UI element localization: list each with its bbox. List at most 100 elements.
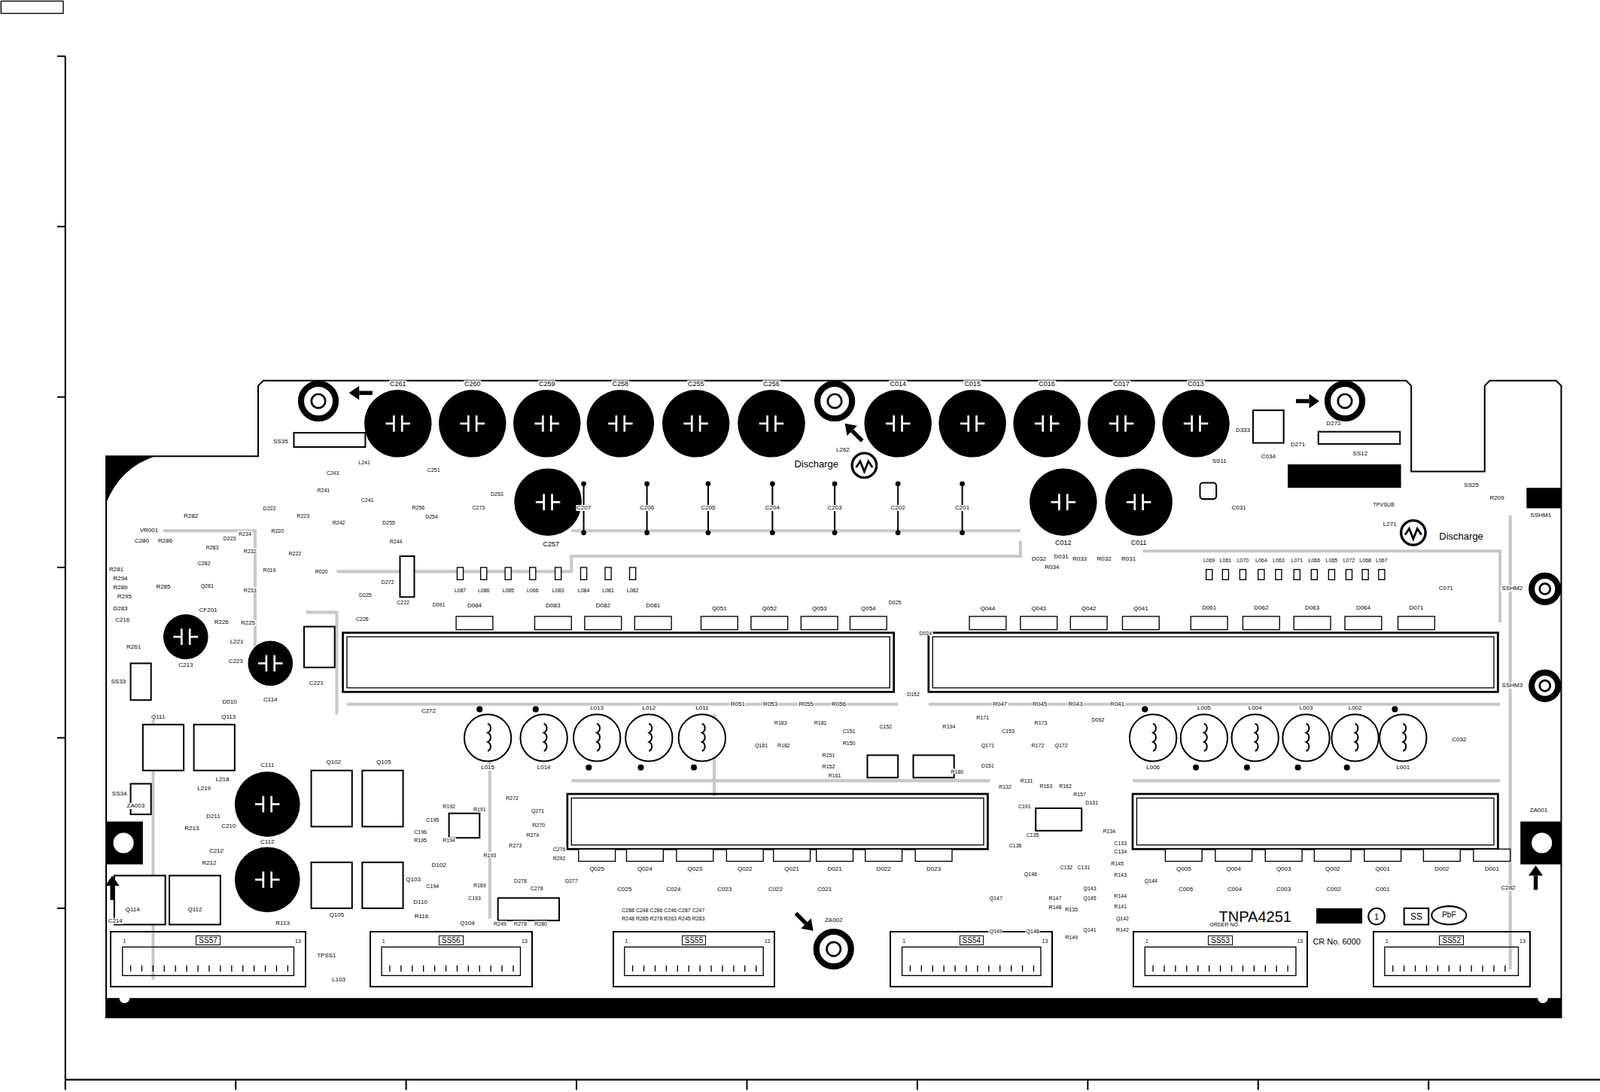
pad [832, 529, 838, 536]
part-label: R234 [237, 531, 253, 537]
component-pad [751, 616, 788, 630]
part-label: C004 [1226, 886, 1243, 893]
silkscreen-block [1316, 908, 1363, 924]
connector-pin [1186, 965, 1187, 972]
part-label: R033 [1071, 556, 1088, 563]
part-label: C003 [1275, 886, 1292, 893]
part-label: 13 [1041, 938, 1050, 944]
part-label: R286 [157, 538, 174, 545]
part-label: C015 [963, 380, 982, 387]
capacitor-lead [459, 422, 469, 425]
connector-pin [710, 965, 712, 972]
part-label: L065 [1325, 557, 1339, 563]
part-label: C280 [133, 538, 150, 545]
polarity-dot [1295, 764, 1302, 771]
axis-tick [1427, 1079, 1430, 1091]
connector-pin [400, 965, 402, 972]
part-label: C255 [687, 380, 706, 387]
part-label: L069 [1202, 557, 1217, 563]
part-label: C151 [842, 727, 857, 734]
part-label: C114 [262, 696, 279, 703]
connector-pin [264, 965, 266, 972]
mounting-hole [1531, 832, 1552, 853]
part-label: R280 [533, 921, 548, 927]
revision-circle [1368, 908, 1385, 925]
axis-tick [1257, 1079, 1260, 1091]
electrolytic-capacitor [163, 614, 209, 660]
connector-box: SS55 [612, 930, 776, 989]
mounting-block [106, 821, 143, 865]
part-label: R020 [314, 568, 329, 575]
part-label: L003 [1298, 705, 1315, 712]
part-label: L083 [551, 587, 566, 593]
polarity-dot [1141, 705, 1148, 712]
part-label: L014 [536, 764, 552, 771]
connector-pin [721, 965, 723, 972]
part-label: SS33 [109, 678, 127, 685]
part-label: R242 [331, 520, 347, 526]
connector-pin [1504, 965, 1506, 972]
pad [580, 529, 587, 536]
arrow-head [800, 918, 813, 931]
connector-pin [422, 965, 424, 972]
part-label: C031 [1230, 504, 1247, 512]
inductor-outline [1282, 714, 1330, 761]
electrolytic-capacitor [438, 389, 506, 457]
ic-package [866, 754, 898, 778]
part-label: SS25 [1463, 482, 1480, 489]
part-label: C251 [426, 466, 442, 472]
ic-package [913, 754, 955, 778]
part-label: 1 [624, 938, 630, 944]
connector-name: SS56 [438, 935, 463, 946]
capacitor-lead [699, 422, 709, 425]
part-label: Q281 [200, 583, 215, 589]
resistor-symbol [480, 567, 487, 580]
axis-tick [405, 1079, 408, 1091]
part-label: L001 [1395, 764, 1411, 771]
inductor-coil [648, 723, 652, 752]
component-pad [726, 848, 764, 861]
pad [580, 480, 587, 487]
axis-tick [745, 1079, 748, 1091]
part-label: Q102 [325, 759, 343, 766]
part-label: C153 [1000, 727, 1016, 734]
part-label: Q023 [687, 866, 704, 873]
part-label: D002 [1433, 866, 1450, 873]
part-label: C272 [420, 708, 437, 715]
part-label: CF201 [198, 607, 219, 614]
electrolytic-capacitor [1087, 389, 1155, 457]
part-label: D211 [205, 813, 222, 820]
component-pad [1070, 616, 1108, 630]
arrow-head [1309, 393, 1321, 408]
connector-pin [1448, 965, 1450, 972]
part-label: R171 [975, 714, 990, 721]
inductor-coil [1255, 723, 1259, 752]
heatsink [567, 793, 989, 849]
part-label: Q053 [811, 605, 828, 612]
part-label: ZA002 [824, 917, 844, 924]
resistor-symbol [629, 567, 636, 580]
connector-pin [1174, 965, 1176, 972]
part-label: SS34 [111, 790, 128, 797]
part-label: R152 [821, 763, 837, 770]
part-label: C206 [638, 504, 655, 512]
part-label: 1 [381, 938, 387, 944]
part-label: C243 [325, 469, 341, 475]
resistor-symbol [1258, 569, 1265, 581]
part-label: C221 [308, 680, 325, 687]
part-label: R149 [1064, 933, 1079, 940]
connector-pin [1414, 965, 1416, 972]
component-pad [865, 848, 903, 861]
connector-housing [624, 946, 764, 976]
part-label: D024 [918, 629, 933, 636]
inductor-outline [464, 714, 512, 761]
part-label: Q114 [124, 906, 141, 913]
transistor-package [311, 862, 353, 909]
part-label: 1 [1384, 938, 1390, 944]
connector-pin [965, 965, 967, 972]
part-label: C204 [764, 504, 781, 512]
part-label: C001 [1374, 886, 1391, 893]
inductor-coil [702, 723, 706, 752]
part-label: D071 [1408, 605, 1424, 612]
board-outline [106, 380, 1561, 1018]
